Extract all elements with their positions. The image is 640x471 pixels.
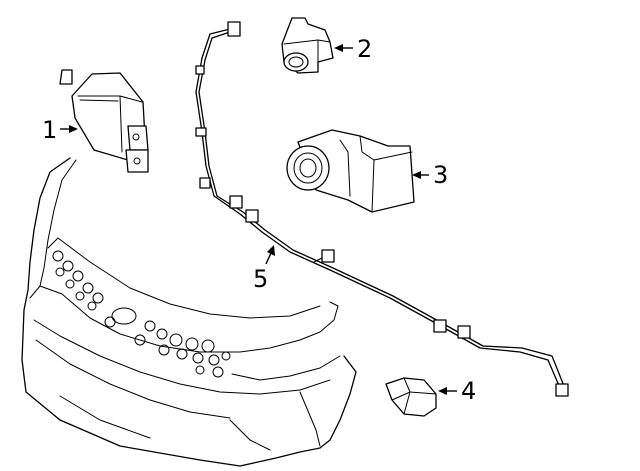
callout-4: 4 xyxy=(438,377,476,405)
svg-text:3: 3 xyxy=(433,161,448,189)
callout-2: 2 xyxy=(334,35,372,63)
small-sensor-part[interactable] xyxy=(281,17,334,74)
bracket-part[interactable] xyxy=(385,377,437,417)
large-sensor-part[interactable] xyxy=(286,129,415,213)
callout-5: 5 xyxy=(253,245,275,293)
wiring-harness-part[interactable] xyxy=(195,21,569,397)
callout-3: 3 xyxy=(412,161,448,189)
control-module-part[interactable] xyxy=(59,69,149,173)
svg-text:4: 4 xyxy=(461,377,476,405)
grille-mesh xyxy=(52,250,231,378)
svg-text:2: 2 xyxy=(357,35,372,63)
svg-text:1: 1 xyxy=(42,116,57,144)
bumper-part[interactable] xyxy=(21,157,357,467)
svg-text:5: 5 xyxy=(253,265,268,293)
callout-1: 1 xyxy=(42,116,78,144)
